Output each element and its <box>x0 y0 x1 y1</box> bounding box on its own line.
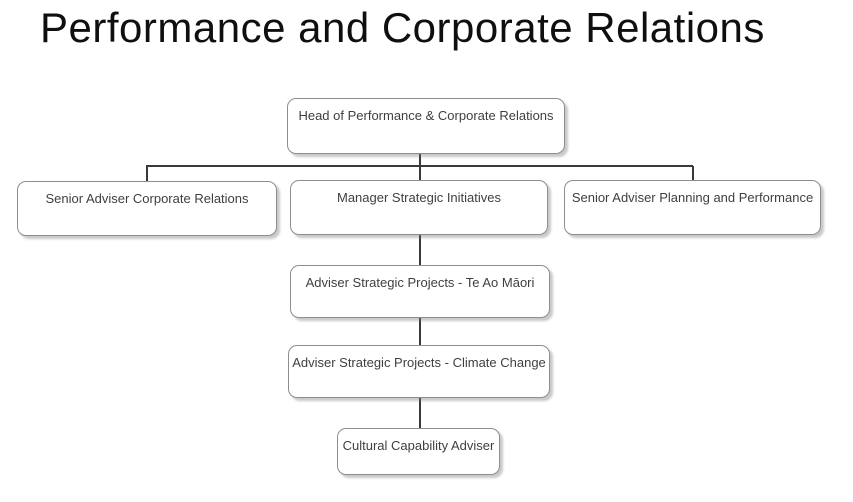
org-node-cultural-capability-adviser: Cultural Capability Adviser <box>337 428 500 475</box>
connector-head-to-rail <box>419 154 421 166</box>
org-node-label: Senior Adviser Planning and Performance <box>571 190 814 205</box>
org-node-label: Head of Performance & Corporate Relation… <box>298 108 554 123</box>
org-node-adviser-climate-change: Adviser Strategic Projects - Climate Cha… <box>288 345 550 398</box>
connector-rail-to-senior-planning <box>692 166 694 180</box>
org-node-label: Senior Adviser Corporate Relations <box>45 191 249 206</box>
org-node-senior-adviser-corporate-relations: Senior Adviser Corporate Relations <box>17 181 277 236</box>
connector-horizontal-rail <box>146 165 693 167</box>
org-node-label: Cultural Capability Adviser <box>342 438 495 453</box>
org-node-label: Adviser Strategic Projects - Te Ao Māori <box>305 275 535 290</box>
org-node-adviser-te-ao-maori: Adviser Strategic Projects - Te Ao Māori <box>290 265 550 318</box>
org-node-senior-adviser-planning-performance: Senior Adviser Planning and Performance <box>564 180 821 235</box>
org-node-label: Manager Strategic Initiatives <box>336 190 502 205</box>
connector-rail-to-senior-corporate <box>146 166 148 181</box>
org-node-label: Adviser Strategic Projects - Climate Cha… <box>292 355 546 370</box>
org-node-head-of-performance: Head of Performance & Corporate Relation… <box>287 98 565 154</box>
org-node-manager-strategic-initiatives: Manager Strategic Initiatives <box>290 180 548 235</box>
connector-manager-to-te-ao-maori <box>419 235 421 265</box>
connector-te-ao-maori-to-climate <box>419 318 421 345</box>
connector-rail-to-manager-strategic <box>419 166 421 180</box>
connector-climate-to-cultural <box>419 398 421 428</box>
page-title: Performance and Corporate Relations <box>40 4 765 51</box>
